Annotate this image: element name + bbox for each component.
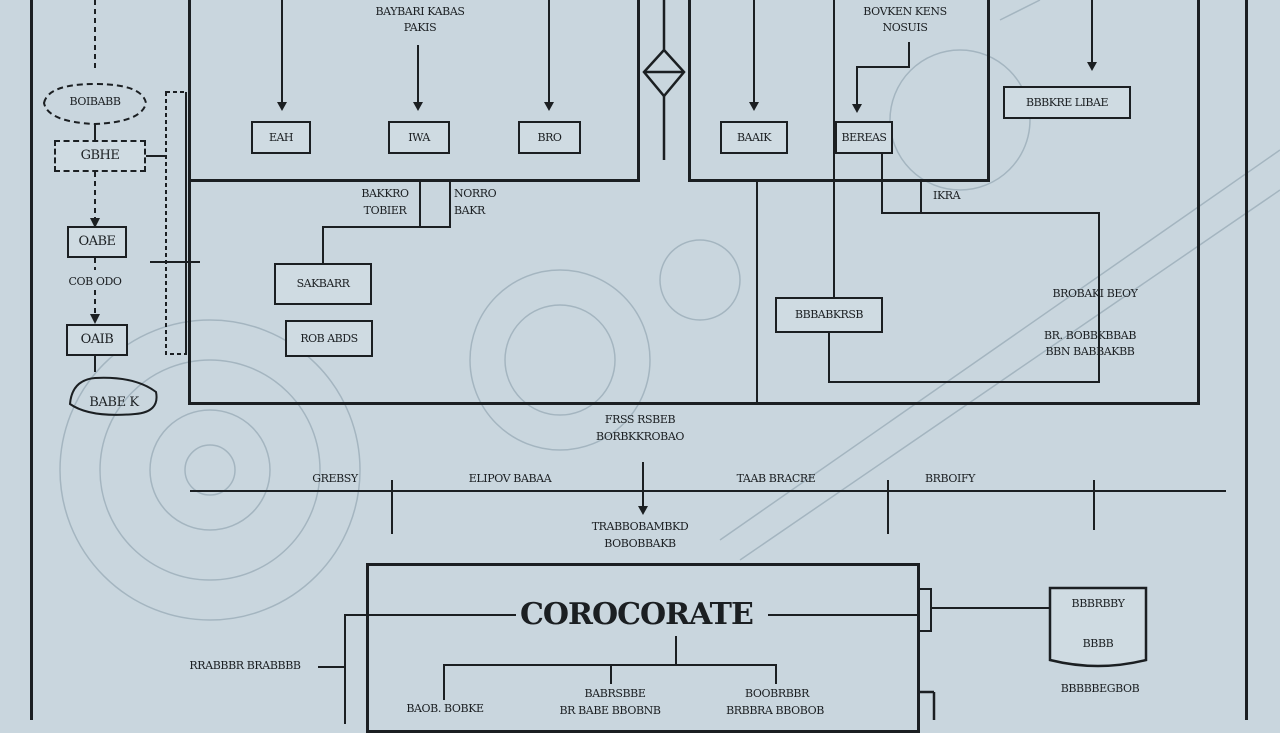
corporate-sub-label-4: BOOBRBBR <box>745 687 809 700</box>
box-bbbkre-libae: BBBKRE LIBAE <box>1003 86 1131 119</box>
corporate-right-label: BBBBBEGBOB <box>1060 682 1140 695</box>
corporate-sub-label-5: BRBBRA BBOBOB <box>726 704 824 717</box>
corporate-side-tab <box>918 588 932 632</box>
center-label-line2: BORBKKROBAO <box>595 430 685 443</box>
box-iwa: IWA <box>388 121 450 154</box>
side-cloud-bottom-label: BABE K <box>89 395 139 410</box>
header-left-line1: BAYBARI KABAS <box>375 5 465 18</box>
cylinder-label-top: BBBRBBY <box>1071 597 1125 610</box>
timeline-label-3: TAAB BRACRE <box>736 472 816 485</box>
box-rob-abds: ROB ABDS <box>285 320 373 357</box>
label-ikra: IKRA <box>933 189 961 202</box>
header-right-line2: NOSUIS <box>882 21 928 34</box>
label-right2-line2: BBN BABBAKBB <box>1045 345 1135 358</box>
corporate-sub-label-2: BABRSBBE <box>584 687 646 700</box>
box-eah: EAH <box>251 121 311 154</box>
mid-label-bakr: BAKR <box>454 204 485 217</box>
side-label-cob: COB ODO <box>68 275 122 288</box>
timeline-label-1: GREBSY <box>312 472 358 485</box>
side-dashed-box: GBHE <box>54 140 146 172</box>
corporate-sub-label-1: BAOB. BOBKE <box>406 702 484 715</box>
header-right-line1: BOVKEN KENS <box>863 5 947 18</box>
box-baaik: BAAIK <box>720 121 788 154</box>
label-right2-line1: BR. BOBBKBBAB <box>1043 329 1137 342</box>
cylinder-label-bottom: BBBB <box>1082 637 1114 650</box>
box-bereas: BEREAS <box>835 121 893 154</box>
mid-label-tobier: TOBIER <box>363 204 407 217</box>
timeline-center-line1: TRABBOBAMBKD <box>591 520 689 533</box>
center-label-line1: FRSS RSBEB <box>604 413 676 426</box>
corporate-sub-label-3: BR BABE BBOBNB <box>559 704 661 717</box>
side-cloud-top-label: BOIBABB <box>69 95 121 108</box>
mid-label-bakkro: BAKKRO <box>361 187 409 200</box>
mid-label-norro: NORRO <box>454 187 497 200</box>
timeline-label-4: BRBOIFY <box>924 472 976 485</box>
box-bro: BRO <box>518 121 581 154</box>
top-right-frame <box>688 0 990 182</box>
corporate-title: COROCORATE <box>520 597 754 632</box>
top-left-frame <box>188 0 640 182</box>
timeline-label-2: ELIPOV BABAA <box>468 472 552 485</box>
header-left-line2: PAKIS <box>403 21 437 34</box>
timeline-center-line2: BOBOBBAKB <box>604 537 676 550</box>
side-box-oaib: OAIB <box>66 324 128 356</box>
box-sakbarr: SAKBARR <box>274 263 372 305</box>
corporate-left-label: RRABBBR BRABBBB <box>189 659 301 672</box>
box-bbbabkrsb: BBBABKRSB <box>775 297 883 333</box>
label-brobaki-beoy: BROBAKI BEOY <box>1052 287 1138 300</box>
side-box-oabe: OABE <box>67 226 127 258</box>
